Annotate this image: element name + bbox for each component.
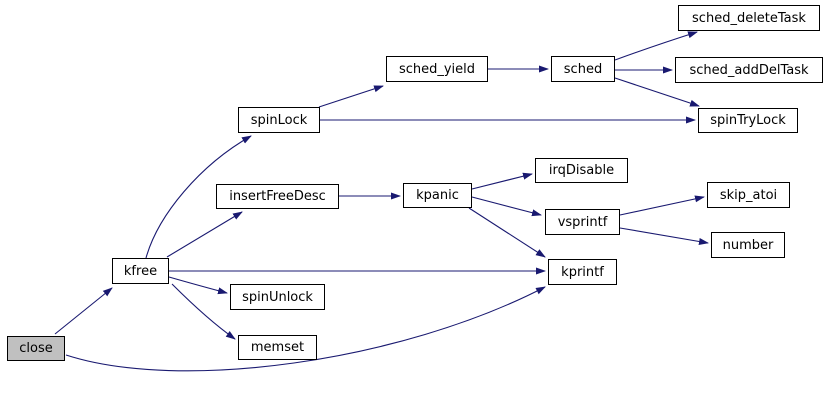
node-label: number [722, 237, 774, 253]
edge-sched-spinTryLock [614, 77, 700, 107]
node-irqDisable[interactable]: irqDisable [535, 158, 628, 183]
node-sched_addDelTask[interactable]: sched_addDelTask [675, 57, 823, 83]
node-label: irqDisable [548, 163, 615, 178]
edge-kpanic-kprintf [468, 207, 546, 258]
node-label: skip_atoi [719, 187, 778, 203]
node-label: insertFreeDesc [229, 189, 326, 204]
edge-kpanic-vsprintf [471, 196, 542, 217]
node-label: spinUnlock [242, 289, 313, 305]
node-label: sched_yield [398, 61, 476, 77]
node-skip_atoi[interactable]: skip_atoi [707, 182, 790, 208]
edge-spinLock-sched_yield [318, 85, 384, 108]
node-label: close [19, 341, 53, 356]
node-label: sched_addDelTask [689, 62, 809, 78]
edge-kpanic-irqDisable [471, 172, 533, 190]
node-label: kpanic [416, 188, 459, 203]
node-insertFreeDesc[interactable]: insertFreeDesc [216, 184, 339, 209]
edge-close-kfree [54, 287, 113, 335]
edge-vsprintf-skip_atoi [619, 195, 705, 216]
node-vsprintf[interactable]: vsprintf [545, 209, 620, 235]
node-sched[interactable]: sched [551, 56, 615, 82]
node-sched_deleteTask[interactable]: sched_deleteTask [678, 5, 820, 31]
node-kprintf[interactable]: kprintf [548, 259, 617, 285]
node-close[interactable]: close [7, 336, 65, 361]
edge-kfree-spinUnlock [168, 276, 228, 295]
node-spinLock[interactable]: spinLock [238, 107, 320, 133]
node-kfree[interactable]: kfree [112, 258, 169, 284]
node-spinUnlock[interactable]: spinUnlock [230, 284, 325, 310]
edge-vsprintf-number [619, 227, 709, 245]
node-kpanic[interactable]: kpanic [403, 183, 472, 208]
node-label: sched_deleteTask [692, 10, 806, 26]
node-label: kfree [123, 263, 158, 279]
node-label: spinLock [250, 112, 308, 128]
edge-kfree-memset [171, 283, 236, 340]
edge-sched-sched_deleteTask [614, 31, 698, 61]
node-memset[interactable]: memset [238, 335, 317, 360]
node-label: kprintf [561, 264, 604, 280]
edge-close-kprintf [65, 286, 546, 372]
edge-kfree-spinLock [145, 135, 252, 259]
node-spinTryLock[interactable]: spinTryLock [698, 108, 798, 133]
edge-kfree-insertFreeDesc [166, 211, 243, 258]
node-label: vsprintf [557, 214, 608, 230]
node-label: spinTryLock [710, 113, 786, 128]
node-number[interactable]: number [711, 232, 785, 258]
node-label: sched [563, 61, 603, 77]
node-label: memset [250, 340, 305, 355]
node-sched_yield[interactable]: sched_yield [386, 56, 488, 82]
